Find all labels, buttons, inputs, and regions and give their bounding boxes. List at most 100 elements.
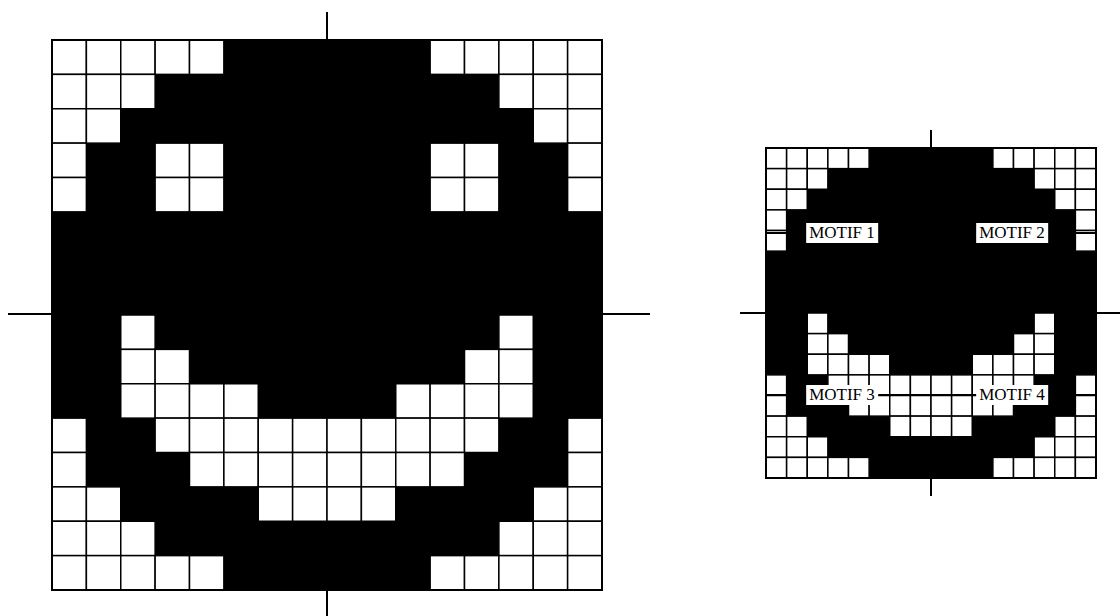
white-cell <box>190 178 224 212</box>
white-cell <box>465 556 499 590</box>
white-cell <box>52 143 86 177</box>
white-cell <box>766 457 787 478</box>
white-cell <box>568 109 602 143</box>
white-cell <box>931 416 952 437</box>
white-cell <box>190 384 224 418</box>
white-cell <box>327 487 361 521</box>
white-cell <box>361 487 395 521</box>
white-cell <box>787 148 808 169</box>
white-cell <box>293 487 327 521</box>
white-cell <box>121 349 155 383</box>
white-cell <box>869 354 890 375</box>
white-cell <box>1014 334 1035 355</box>
white-cell <box>766 416 787 437</box>
white-cell <box>766 169 787 190</box>
white-cell <box>828 457 849 478</box>
white-cell <box>1055 416 1076 437</box>
white-cell <box>910 375 931 396</box>
motif-label: MOTIF 4 <box>976 385 1048 405</box>
white-cell <box>931 396 952 417</box>
white-cell <box>327 418 361 452</box>
white-cell <box>190 418 224 452</box>
white-cell <box>849 457 870 478</box>
white-cell <box>533 109 567 143</box>
white-cell <box>190 453 224 487</box>
white-cell <box>568 556 602 590</box>
white-cell <box>361 418 395 452</box>
white-cell <box>499 315 533 349</box>
white-cell <box>430 178 464 212</box>
white-cell <box>533 556 567 590</box>
white-cell <box>86 40 120 74</box>
white-cell <box>1014 457 1035 478</box>
white-cell <box>766 189 787 210</box>
white-cell <box>972 354 993 375</box>
white-cell <box>121 74 155 108</box>
white-cell <box>952 416 973 437</box>
white-cell <box>766 210 787 231</box>
white-cell <box>190 556 224 590</box>
white-cell <box>258 487 292 521</box>
white-cell <box>499 384 533 418</box>
white-cell <box>121 384 155 418</box>
white-cell <box>499 40 533 74</box>
white-cell <box>849 354 870 375</box>
white-cell <box>52 521 86 555</box>
white-cell <box>1055 189 1076 210</box>
white-cell <box>430 418 464 452</box>
white-cell <box>1034 437 1055 458</box>
white-cell <box>1034 457 1055 478</box>
white-cell <box>86 556 120 590</box>
grid-ground <box>52 40 602 590</box>
white-cell <box>568 453 602 487</box>
white-cell <box>787 189 808 210</box>
white-cell <box>155 143 189 177</box>
white-cell <box>465 143 499 177</box>
white-cell <box>396 418 430 452</box>
white-cell <box>807 457 828 478</box>
white-cell <box>258 453 292 487</box>
white-cell <box>499 74 533 108</box>
white-cell <box>890 416 911 437</box>
white-cell <box>465 384 499 418</box>
white-cell <box>86 487 120 521</box>
white-cell <box>121 521 155 555</box>
white-cell <box>807 334 828 355</box>
white-cell <box>568 418 602 452</box>
white-cell <box>1034 148 1055 169</box>
white-cell <box>293 418 327 452</box>
white-cell <box>1075 169 1096 190</box>
motif-label: MOTIF 2 <box>976 223 1048 243</box>
white-cell <box>86 109 120 143</box>
white-cell <box>1055 457 1076 478</box>
white-cell <box>52 487 86 521</box>
white-cell <box>1034 169 1055 190</box>
white-cell <box>807 437 828 458</box>
white-cell <box>787 437 808 458</box>
white-cell <box>499 556 533 590</box>
grid-border <box>52 40 602 590</box>
white-cell <box>52 109 86 143</box>
white-cell <box>952 375 973 396</box>
white-cell <box>787 457 808 478</box>
smiley-grid <box>52 40 602 590</box>
white-cell <box>568 40 602 74</box>
white-cell <box>828 334 849 355</box>
white-cell <box>155 556 189 590</box>
white-cell <box>499 349 533 383</box>
white-cell <box>993 148 1014 169</box>
white-cell <box>155 40 189 74</box>
white-cell <box>52 40 86 74</box>
white-cell <box>807 354 828 375</box>
white-cell <box>190 40 224 74</box>
white-cell <box>86 521 120 555</box>
white-cell <box>910 396 931 417</box>
white-cell <box>224 384 258 418</box>
white-cell <box>993 457 1014 478</box>
white-cell <box>52 453 86 487</box>
white-cell <box>568 487 602 521</box>
white-cell <box>224 453 258 487</box>
white-cell <box>1014 354 1035 375</box>
white-cell <box>807 169 828 190</box>
